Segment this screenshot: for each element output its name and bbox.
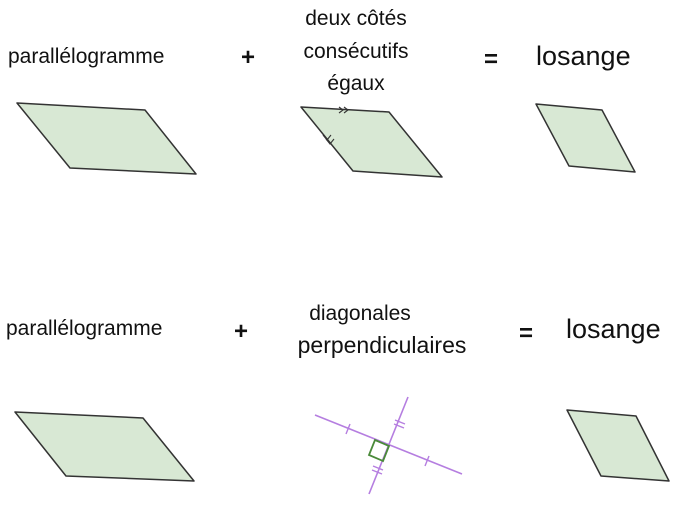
- tick-short-2a: [372, 465, 384, 471]
- row1-rhombus: [535, 103, 636, 173]
- row2-term1: parallélogramme: [6, 317, 163, 340]
- row1-equal-sides-figure: [300, 106, 443, 178]
- row2-perpendicular-diagonals: [314, 396, 463, 495]
- row2-plus: +: [234, 318, 249, 345]
- equal-side-mark-top: [338, 106, 349, 114]
- right-angle-marker: [367, 438, 391, 463]
- row2-term2-line1: diagonales: [309, 302, 411, 325]
- row1-term1: parallélogramme: [8, 45, 165, 68]
- row1-result: losange: [536, 41, 631, 71]
- tick-short-1a: [394, 419, 406, 425]
- row1-plus: +: [241, 44, 256, 71]
- row1-term2-line3: égaux: [327, 72, 385, 95]
- tick-long-2: [424, 455, 430, 467]
- row2-equals: =: [519, 320, 534, 347]
- row2-term2-line2: perpendiculaires: [297, 332, 467, 358]
- tick-short-2b: [371, 469, 383, 475]
- row2-result: losange: [566, 314, 661, 344]
- row1-parallelogram: [16, 102, 197, 175]
- row1-term2-line2: consécutifs: [303, 40, 409, 63]
- tick-long-1: [345, 423, 351, 435]
- tick-short-1b: [393, 423, 405, 429]
- equal-side-mark-left: [322, 134, 335, 145]
- row2-rhombus: [566, 409, 670, 482]
- row1-equal-sides-parallelogram: [300, 106, 443, 178]
- row2-parallelogram: [14, 411, 195, 482]
- row1-term2-line1: deux côtés: [305, 7, 407, 30]
- row1-equals: =: [484, 46, 499, 73]
